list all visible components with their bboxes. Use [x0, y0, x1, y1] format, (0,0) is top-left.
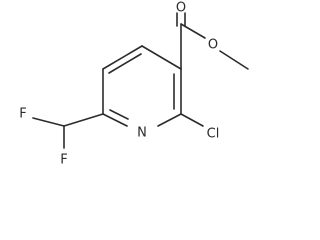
bond-c6-n1 [102, 113, 128, 127]
bond-c4-c5 [102, 45, 143, 70]
bond-carbonyl-o-ester [180, 23, 206, 39]
atom-label-f-lower: F [60, 153, 67, 168]
atom-label-f-upper: F [19, 107, 26, 122]
bond-c2-cl [180, 113, 204, 127]
atom-label-n1: N [137, 126, 147, 141]
atom-label-cl: Cl [207, 127, 220, 142]
bond-chf2-f-upper [32, 117, 65, 127]
bond-c6-n1-inner [109, 109, 129, 120]
atom-label-o-ester: O [208, 38, 218, 53]
atom-label-o-carbonyl: O [176, 1, 186, 16]
bond-o-ester-methyl [219, 50, 249, 70]
methyl-ester-group [176, 12, 249, 70]
bond-c6-chf2 [63, 113, 104, 127]
difluoromethyl-group [32, 113, 104, 149]
bond-c4-c5-inner [108, 53, 142, 74]
bond-n1-c2 [157, 113, 182, 127]
molecule-structure-diagram: N Cl O O F F [19, 1, 249, 168]
bond-c3-c4 [141, 45, 182, 70]
pyridine-ring [102, 45, 182, 127]
